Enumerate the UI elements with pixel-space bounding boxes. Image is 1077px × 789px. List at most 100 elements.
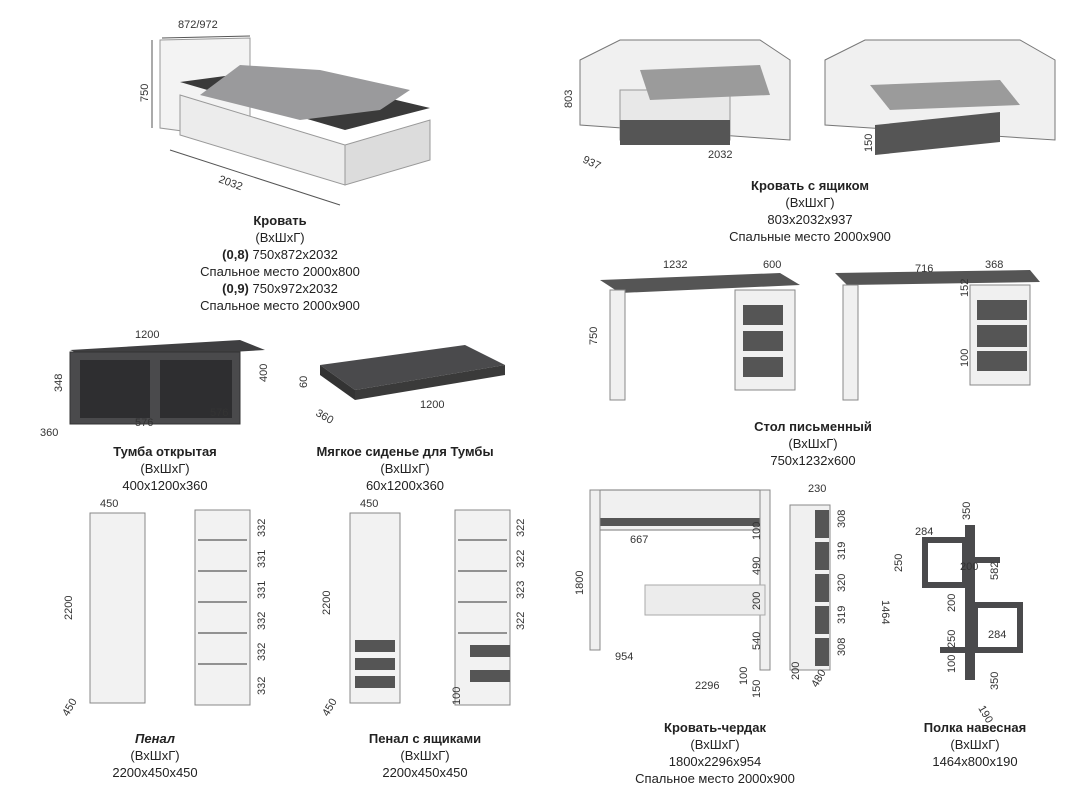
- tumba-caption: Тумба открытая (ВхШхГ) 400x1200x360: [50, 443, 280, 494]
- shelf-caption: Полка навесная (ВхШхГ) 1464x800x190: [885, 719, 1065, 770]
- seat-dim-depth: 360: [314, 407, 336, 427]
- desk-dims-label: (ВхШхГ): [788, 436, 838, 451]
- tumba-size: 400x1200x360: [122, 478, 208, 493]
- shelf-dim-1464: 1464: [879, 600, 891, 624]
- penal-drawers-shelf-3: 323: [515, 581, 527, 599]
- penal-drawers-dim-height: 2200: [321, 591, 333, 615]
- bed-caption: Кровать (ВхШхГ) (0,8) 750x872x2032 Спаль…: [160, 212, 400, 314]
- shelf-title: Полка навесная: [923, 720, 1027, 735]
- penal-drawers-caption: Пенал с ящиками (ВхШхГ) 2200x450x450: [325, 730, 525, 781]
- tumba-dims-label: (ВхШхГ): [140, 461, 190, 476]
- penal-drawers-dim-width: 450: [360, 498, 378, 510]
- bed-drawer-illustration: 803 937 2032 150: [563, 39, 1056, 173]
- bed-drawer-size: 803x2032x937: [767, 212, 853, 227]
- bed-illustration: 872/972 750 2032: [139, 19, 431, 206]
- shelf-dim-284a: 284: [915, 526, 933, 538]
- bed-dims-label: (ВхШхГ): [255, 230, 305, 245]
- desk-dim-100: 100: [959, 349, 971, 367]
- penal-drawers-dim-drawer: 100: [451, 687, 463, 705]
- loft-dims-label: (ВхШхГ): [690, 737, 740, 752]
- loft-dim-480: 480: [809, 668, 829, 690]
- bed-drawer-dim-height: 803: [563, 90, 575, 108]
- penal-shelf-5: 332: [256, 643, 268, 661]
- desk-dim-368: 368: [985, 259, 1003, 271]
- loft-right-1: 308: [836, 510, 848, 528]
- desk-dim-152: 152: [959, 279, 971, 297]
- bed-v1-tag: (0,8): [222, 247, 249, 262]
- penal-shelf-2: 331: [256, 550, 268, 568]
- bed-dim-length: 2032: [217, 174, 244, 194]
- loft-right-5: 308: [836, 638, 848, 656]
- loft-dim-230: 230: [808, 483, 826, 495]
- bed-v2-sleep: Спальное место 2000x900: [200, 298, 360, 313]
- penal-drawers-shelf-4: 322: [515, 612, 527, 630]
- tumba-dim-h2: 400: [258, 364, 270, 382]
- seat-size: 60x1200x360: [365, 478, 445, 493]
- penal-illustration: 450 2200 450 332 331 331 332 332 332: [60, 498, 268, 719]
- loft-size: 1800x2296x954: [668, 754, 762, 769]
- shelf-dim-250b: 250: [946, 630, 958, 648]
- bed-drawer-dim-depth: 937: [581, 154, 603, 173]
- seat-dims-label: (ВхШхГ): [380, 461, 430, 476]
- desk-title: Стол письменный: [754, 419, 872, 434]
- bed-dim-width: 872/972: [178, 19, 218, 31]
- penal-dim-height: 2200: [63, 596, 75, 620]
- desk-dim-716: 716: [915, 263, 933, 275]
- tumba-illustration: 1200 348 400 360 576 576: [40, 329, 270, 439]
- bed-drawer-caption: Кровать с ящиком (ВхШхГ) 803x2032x937 Сп…: [690, 177, 930, 245]
- bed-drawer-dim-length: 2032: [708, 149, 732, 161]
- penal-dims-label: (ВхШхГ): [130, 748, 180, 763]
- bed-drawer-dim-drawer: 150: [863, 134, 875, 152]
- shelf-dim-350b: 350: [989, 672, 1001, 690]
- loft-title: Кровать-чердак: [664, 720, 766, 735]
- penal-dim-width: 450: [100, 498, 118, 510]
- loft-dim-height: 1800: [574, 571, 586, 595]
- shelf-dim-200a: 200: [960, 561, 978, 573]
- loft-caption: Кровать-чердак (ВхШхГ) 1800x2296x954 Спа…: [590, 719, 840, 787]
- bed-v2-size: 750x972x2032: [252, 281, 338, 296]
- shelf-dim-100: 100: [946, 655, 958, 673]
- desk-caption: Стол письменный (ВхШхГ) 750x1232x600: [693, 418, 933, 469]
- shelf-illustration: 1464 284 350 250 200 582 200 250 284 100…: [879, 502, 1023, 725]
- tumba-title: Тумба открытая: [113, 444, 217, 459]
- loft-sleep: Спальное место 2000x900: [635, 771, 795, 786]
- bed-title: Кровать: [253, 213, 307, 228]
- loft-dim-667: 667: [630, 534, 648, 546]
- bed-v1-size: 750x872x2032: [252, 247, 338, 262]
- penal-shelf-6: 332: [256, 677, 268, 695]
- desk-size: 750x1232x600: [770, 453, 856, 468]
- loft-illustration: 1800 667 954 2296 230 480 100 490 200 54…: [574, 483, 848, 698]
- shelf-dim-582: 582: [989, 562, 1001, 580]
- shelf-dims-label: (ВхШхГ): [950, 737, 1000, 752]
- shelf-dim-284b: 284: [988, 629, 1006, 641]
- tumba-dim-width: 1200: [135, 329, 159, 341]
- bed-drawer-dims-label: (ВхШхГ): [785, 195, 835, 210]
- penal-drawers-shelf-1: 322: [515, 519, 527, 537]
- penal-shelf-3: 331: [256, 581, 268, 599]
- seat-title: Мягкое сиденье для Тумбы: [316, 444, 494, 459]
- bed-drawer-title: Кровать с ящиком: [751, 178, 869, 193]
- penal-drawers-title: Пенал с ящиками: [368, 731, 482, 746]
- penal-drawers-dims-label: (ВхШхГ): [400, 748, 450, 763]
- shelf-dim-350a: 350: [961, 502, 973, 520]
- shelf-dim-250a: 250: [893, 554, 905, 572]
- loft-dim-200a: 200: [751, 592, 763, 610]
- bed-v2-tag: (0,9): [222, 281, 249, 296]
- penal-drawers-illustration: 450 2200 450 100 322 322 323 322: [320, 498, 527, 719]
- tumba-dim-s1: 576: [135, 417, 153, 429]
- seat-caption: Мягкое сиденье для Тумбы (ВхШхГ) 60x1200…: [290, 443, 520, 494]
- penal-caption: Пенал (ВхШхГ) 2200x450x450: [60, 730, 250, 781]
- penal-shelf-4: 332: [256, 612, 268, 630]
- bed-dim-height: 750: [139, 84, 151, 102]
- penal-drawers-shelf-2: 322: [515, 550, 527, 568]
- seat-dim-width: 1200: [420, 399, 444, 411]
- tumba-dim-depth: 360: [40, 427, 58, 439]
- loft-dim-200b: 200: [790, 662, 802, 680]
- penal-size: 2200x450x450: [112, 765, 198, 780]
- seat-dim-h: 60: [298, 376, 310, 388]
- loft-dim-2296: 2296: [695, 680, 719, 692]
- loft-right-2: 319: [836, 542, 848, 560]
- penal-shelf-1: 332: [256, 519, 268, 537]
- loft-dim-100a: 100: [751, 522, 763, 540]
- desk-dim-depth: 600: [763, 259, 781, 271]
